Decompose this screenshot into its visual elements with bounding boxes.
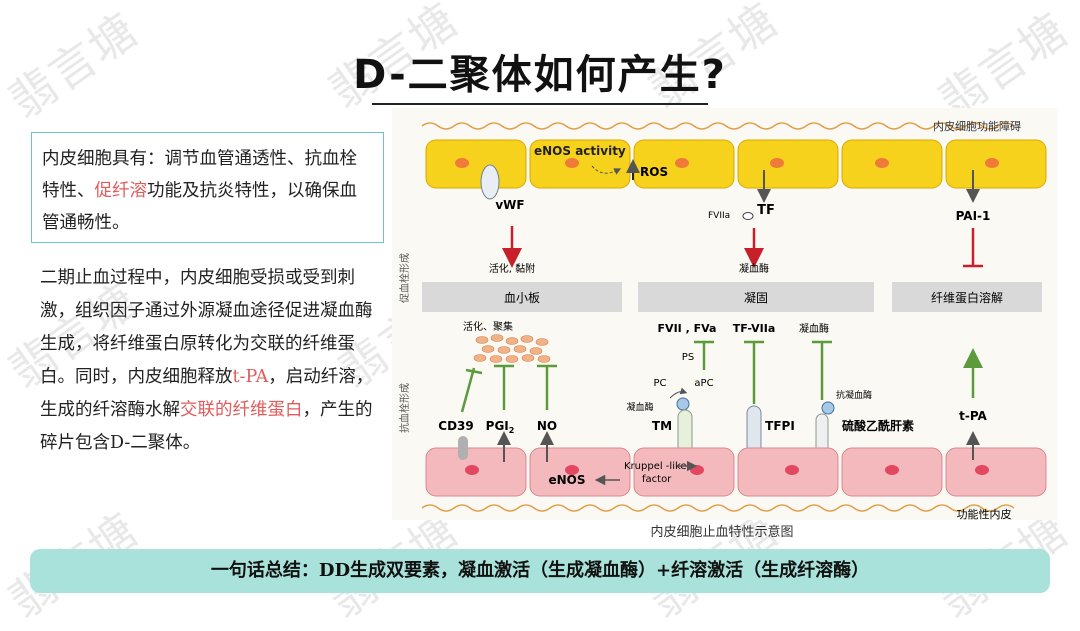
- vwf-shape: [480, 164, 500, 200]
- label-cd39: CD39: [438, 419, 473, 433]
- paragraph-text-end: ，产生的碎片包含D-二聚体。: [40, 400, 373, 453]
- summary-bar: 一句话总结：DD生成双要素，凝血激活（生成凝血酶）+纤溶激活（生成纤溶酶）: [30, 549, 1050, 593]
- page-title: D-二聚体如何产生?: [353, 52, 727, 98]
- label-ps: PS: [682, 352, 694, 363]
- label-kruppel-factor: factor: [642, 474, 672, 485]
- figure-caption: 内皮细胞止血特性示意图: [650, 525, 794, 540]
- label-kruppel: Kruppel -like: [624, 461, 687, 472]
- functional-cell-row: [425, 447, 1047, 497]
- label-ros: ROS: [640, 165, 668, 179]
- label-thrombin-top: 凝血酶: [739, 262, 769, 275]
- endothelium-diagram: 内皮细胞功能障碍 vWF eNOS activity ROS FVIIa TF …: [392, 108, 1057, 520]
- label-enos: eNOS: [548, 473, 585, 487]
- intro-box: 内皮细胞具有：调节血管通透性、抗血栓特性、促纤溶功能及抗炎特性，以确保血管通畅性…: [31, 132, 384, 243]
- paragraph-text-mid: ，启动纤溶，生成的纤溶酶水解: [40, 367, 374, 420]
- label-tpa: t-PA: [959, 409, 987, 423]
- label-tf: TF: [757, 203, 775, 218]
- label-no: NO: [537, 419, 557, 433]
- label-pc: PC: [653, 378, 666, 389]
- paragraph-highlight-fibrin: 交联的纤维蛋白: [180, 400, 303, 420]
- paragraph-highlight-tpa: t-PA: [232, 367, 269, 387]
- label-fviia: FVIIa: [708, 211, 730, 221]
- paragraph-text: 二期止血过程中，内皮细胞受损或受到刺激，组织因子通过外源凝血途径促进凝血酶生成，…: [40, 268, 373, 387]
- label-activate-aggregate: 活化、聚集: [463, 320, 513, 333]
- body-paragraph: 二期止血过程中，内皮细胞受损或受到刺激，组织因子通过外源凝血途径促进凝血酶生成，…: [40, 262, 380, 460]
- label-fibrinolysis: 纤维蛋白溶解: [931, 290, 1003, 305]
- intro-text: 内皮细胞具有：调节血管通透性、抗血栓特性、: [42, 149, 357, 201]
- label-functional-endothelium: 功能性内皮: [957, 507, 1012, 520]
- label-activate-adhere: 活化, 黏附: [489, 262, 535, 275]
- label-platelet: 血小板: [504, 291, 540, 305]
- label-tm: TM: [652, 419, 672, 433]
- fibrinolysis-bar: [892, 282, 1042, 312]
- intro-text-end: 功能及抗炎特性，以确保血管通畅性。: [42, 181, 357, 233]
- label-coagulation: 凝固: [744, 290, 768, 305]
- label-pgi2: PGI2: [486, 419, 515, 435]
- dysfunctional-cell-row: [425, 139, 1047, 189]
- label-tfpi: TFPI: [765, 419, 795, 433]
- label-enos-activity: eNOS activity: [534, 144, 626, 158]
- label-pro-thrombotic: 促血栓形成: [398, 253, 411, 303]
- label-vwf: vWF: [495, 198, 524, 212]
- label-fvii-fva: FVII , FVa: [658, 322, 717, 335]
- title-underline: [372, 103, 708, 105]
- label-dysfunction: 内皮细胞功能障碍: [933, 119, 1021, 133]
- label-thrombin-tm: 凝血酶: [626, 401, 653, 413]
- label-apc: aPC: [694, 378, 713, 389]
- platelet-cluster: [473, 334, 551, 363]
- label-pai1: PAI-1: [956, 209, 991, 223]
- label-thrombin-mid: 凝血酶: [799, 322, 829, 335]
- coagulation-bar: [638, 282, 874, 312]
- label-heparan-sulfate: 硫酸乙酰肝素: [842, 418, 914, 433]
- label-anti-thrombotic: 抗血栓形成: [398, 383, 411, 433]
- intro-highlight: 促纤溶: [94, 181, 148, 201]
- inhibitory-lines: [460, 340, 832, 413]
- label-antithrombin: 抗凝血酶: [836, 389, 872, 401]
- label-tf-viia: TF-VIIa: [733, 322, 776, 335]
- platelet-bar: [422, 282, 622, 312]
